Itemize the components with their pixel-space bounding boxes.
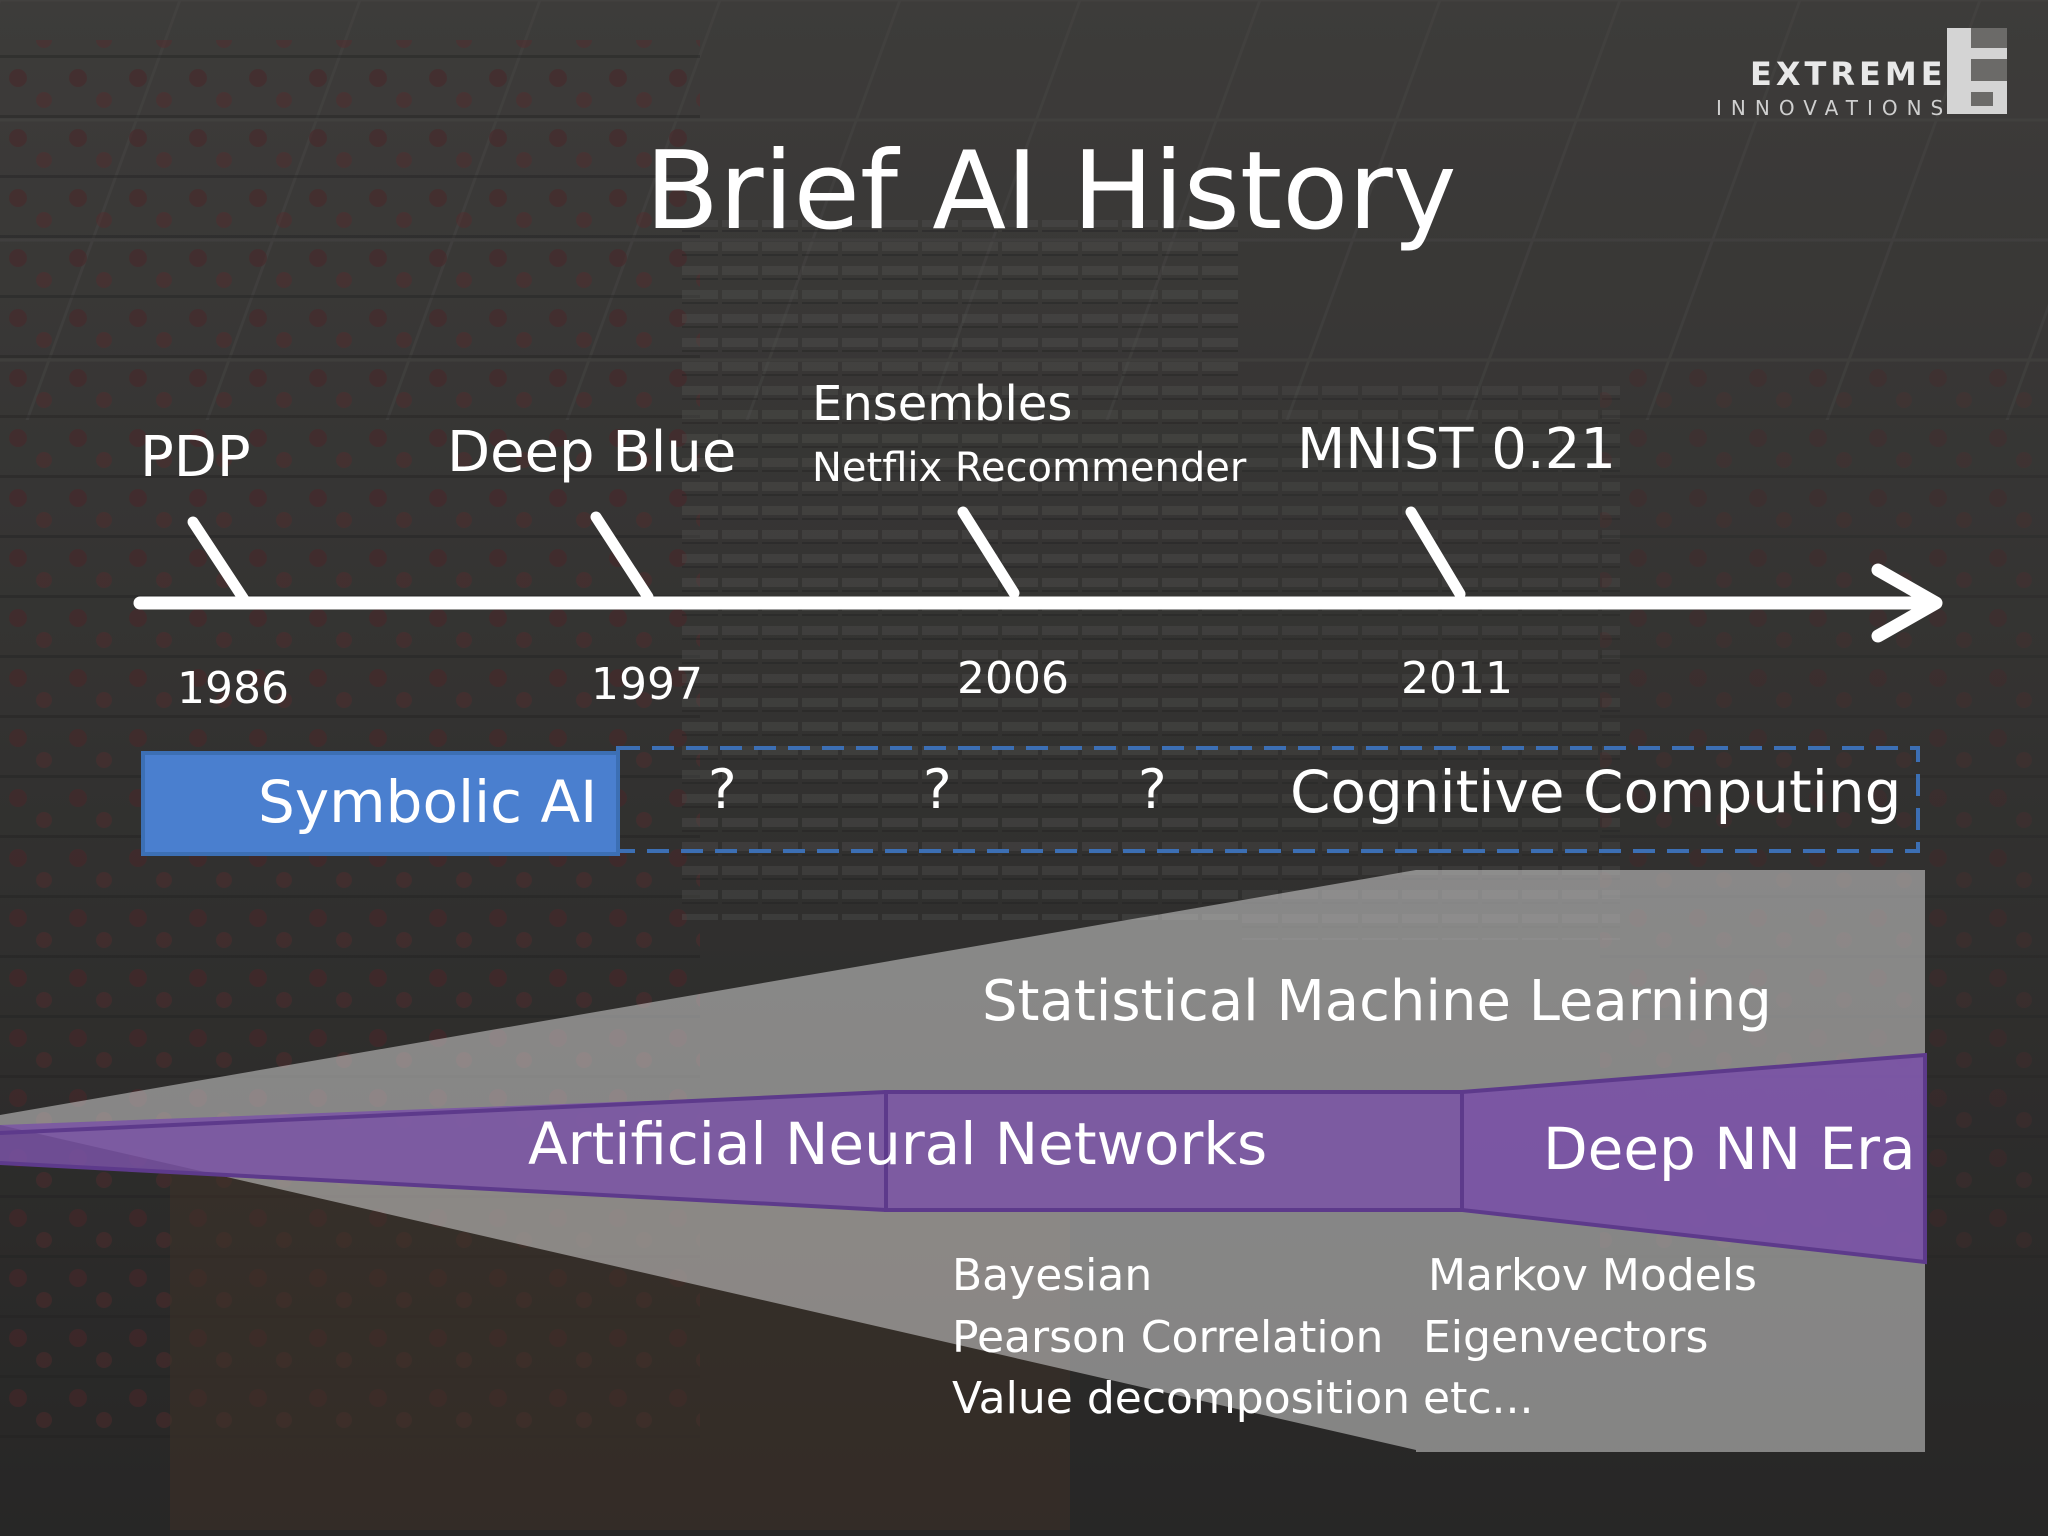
brand-subtitle: INNOVATIONS	[1716, 96, 1953, 120]
slide-title: Brief AI History	[645, 129, 1457, 254]
era-unknown-2: ?	[923, 758, 952, 821]
tick-1986	[187, 516, 251, 607]
ml-method-bayesian: Bayesian	[952, 1250, 1153, 1301]
era-unknown-3: ?	[1138, 758, 1167, 821]
era-unknown-1: ?	[708, 758, 737, 821]
event-label-deep-blue: Deep Blue	[447, 420, 737, 485]
event-sublabel-netflix: Netflix Recommender	[812, 445, 1247, 491]
era-cognitive-computing: Cognitive Computing	[1290, 758, 1902, 826]
era-symbolic-ai: Symbolic AI	[258, 768, 598, 836]
year-2011: 2011	[1401, 653, 1513, 704]
year-1997: 1997	[591, 659, 703, 710]
deep-nn-band	[1460, 1052, 1927, 1265]
ml-method-etc: etc...	[1423, 1373, 1534, 1424]
brand-name: EXTREME	[1750, 55, 1947, 93]
era-statistical-ml: Statistical Machine Learning	[982, 969, 1772, 1034]
cognitive-era-box	[616, 746, 1920, 853]
event-label-pdp: PDP	[140, 425, 251, 490]
ml-method-eigenvectors: Eigenvectors	[1423, 1312, 1709, 1363]
ml-method-value-decomposition: Value decomposition	[952, 1373, 1411, 1424]
tick-1997	[590, 511, 654, 603]
year-1986: 1986	[177, 663, 289, 714]
ann-band-bottom-edge	[0, 1161, 887, 1212]
ml-method-pearson: Pearson Correlation	[952, 1312, 1384, 1363]
timeline-arrowhead	[1871, 563, 1943, 643]
tick-2006	[957, 506, 1020, 599]
brand-logo-mark	[1947, 28, 2007, 114]
era-deep-nn: Deep NN Era	[1543, 1115, 1916, 1183]
event-label-mnist: MNIST 0.21	[1297, 417, 1616, 482]
era-ann: Artificial Neural Networks	[528, 1110, 1268, 1178]
ml-method-markov: Markov Models	[1428, 1250, 1757, 1301]
event-label-ensembles: Ensembles	[812, 376, 1073, 432]
tick-2011	[1405, 506, 1466, 600]
year-2006: 2006	[957, 653, 1069, 704]
symbolic-ai-box	[141, 751, 620, 856]
ann-band-top-edge	[0, 1090, 887, 1135]
